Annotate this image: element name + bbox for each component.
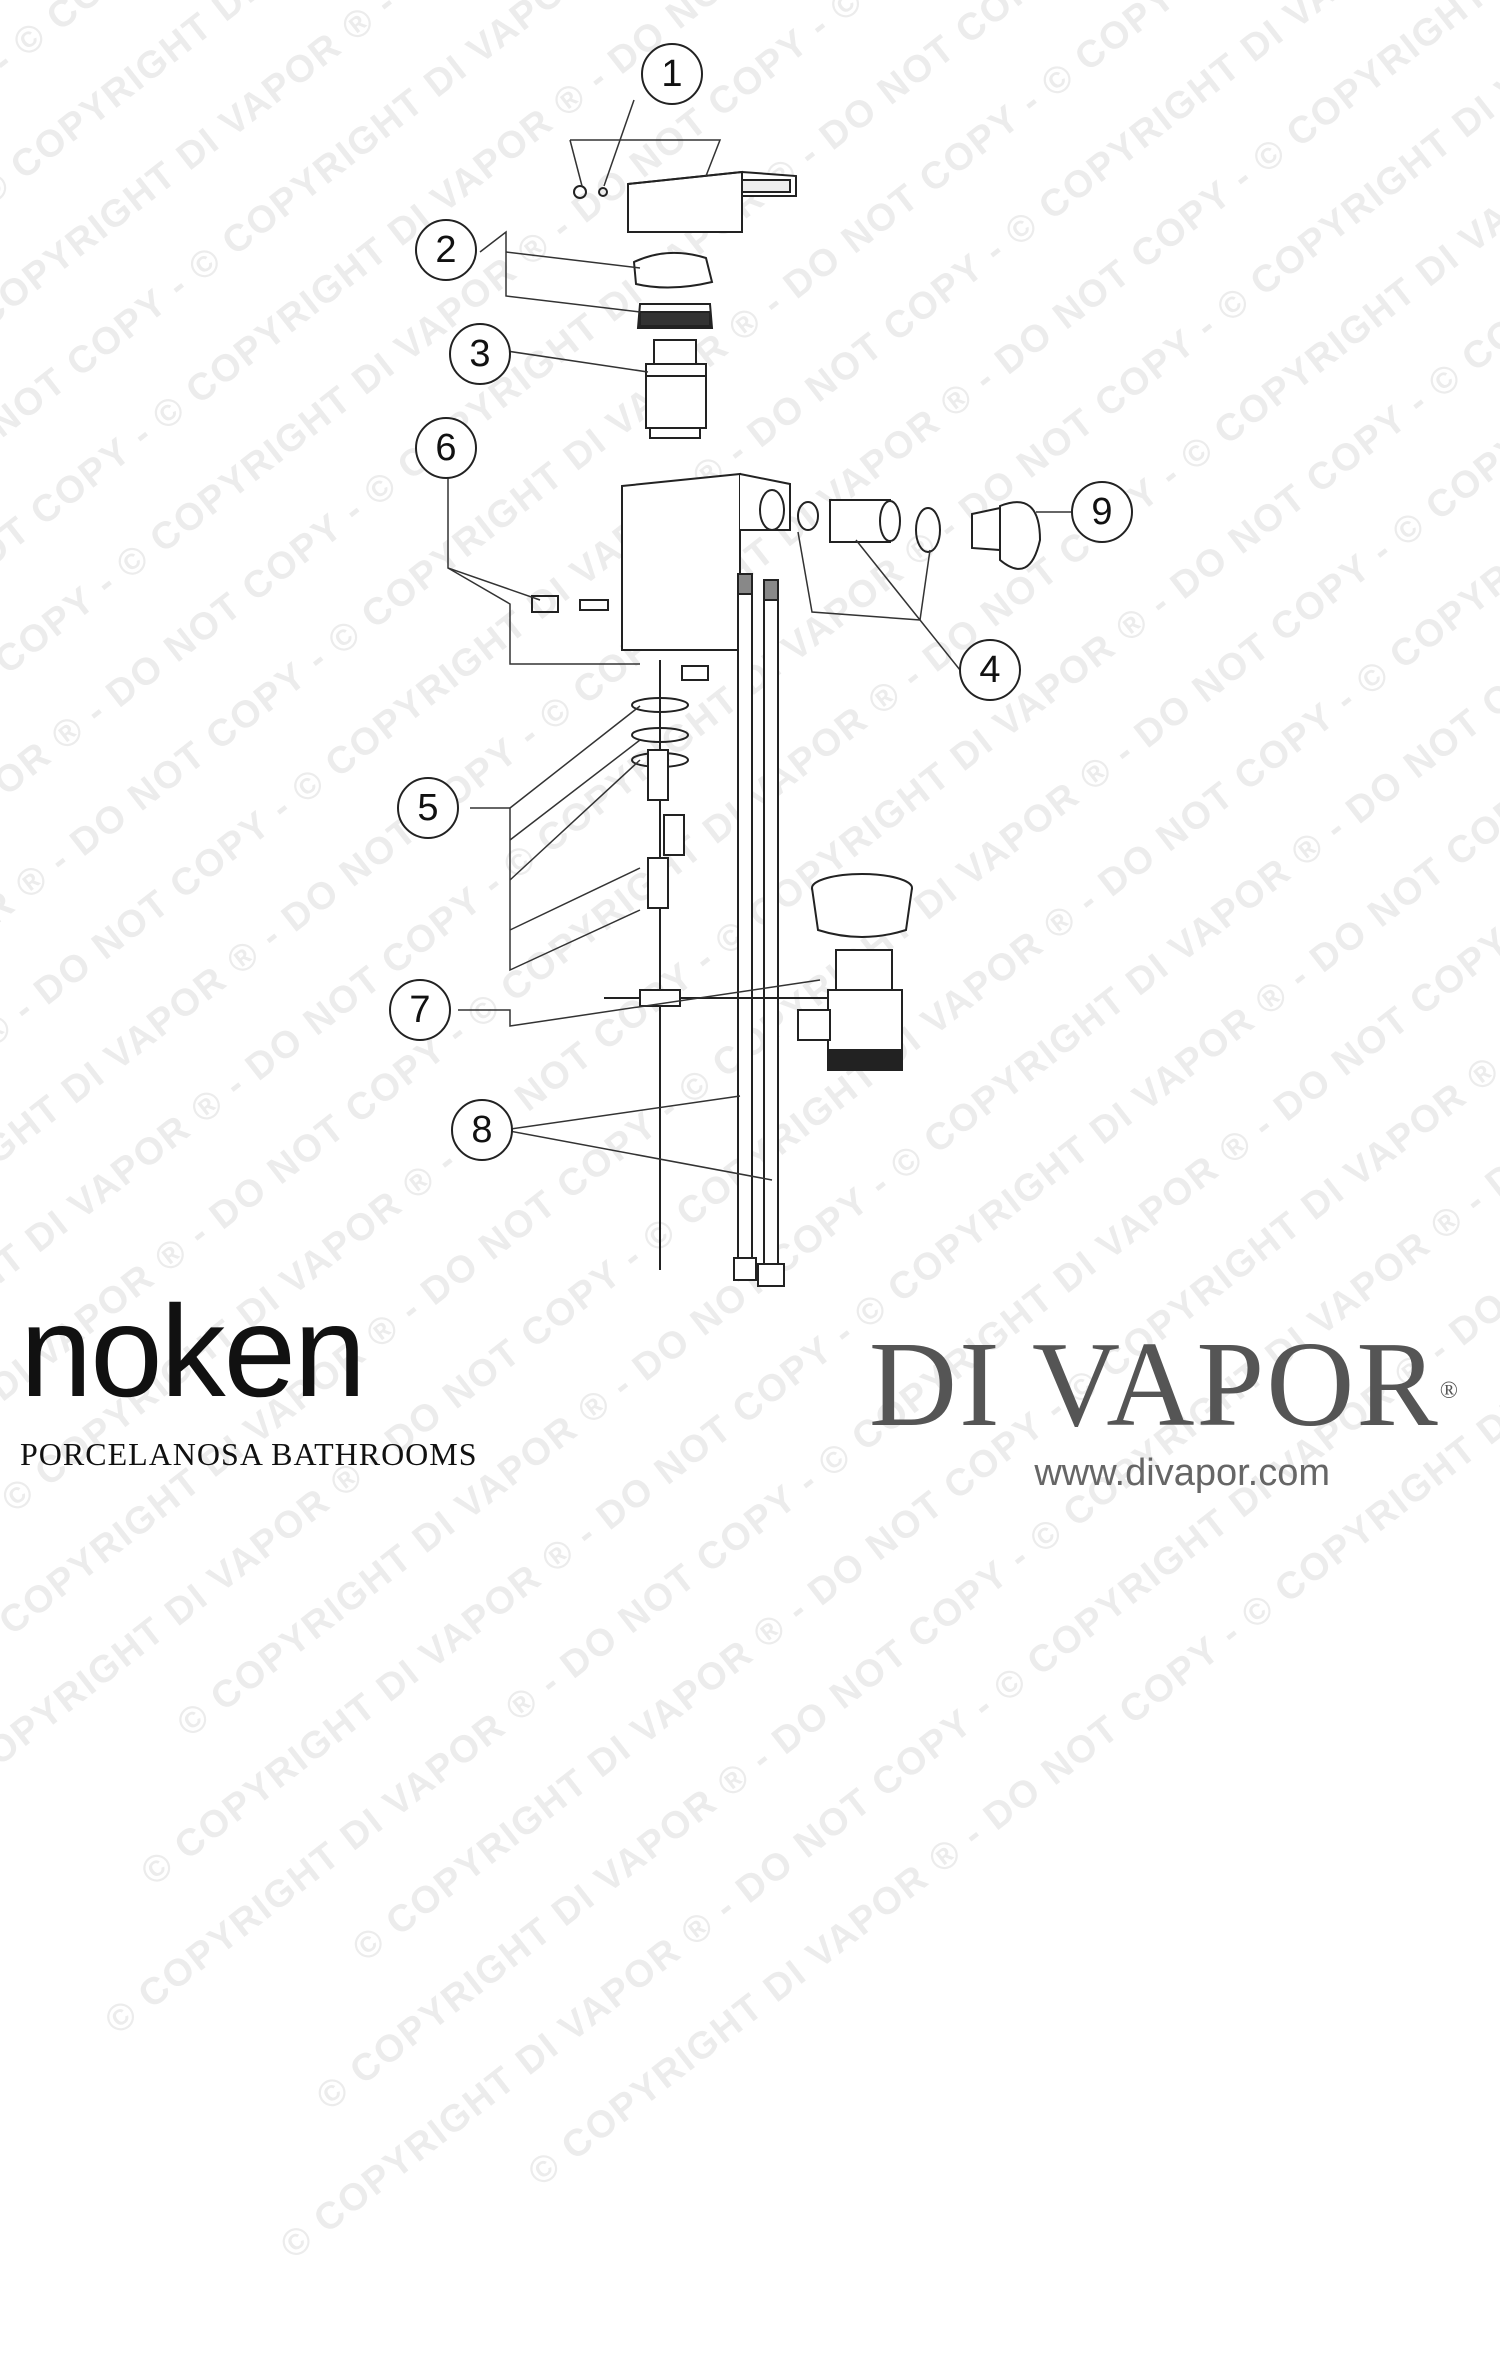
exploded-parts-diagram <box>447 99 1078 1287</box>
handle-lever-part <box>573 170 797 233</box>
callout-2: 2 <box>415 219 477 281</box>
callout-1: 1 <box>641 43 703 105</box>
pop-up-waste-part <box>797 873 913 1071</box>
pop-up-linkage-part <box>631 660 709 1270</box>
callout-6: 6 <box>415 417 477 479</box>
spout-parts <box>797 499 1042 570</box>
waste-rod-part <box>604 989 846 1007</box>
grub-screw-part <box>531 595 609 613</box>
callout-7: 7 <box>389 979 451 1041</box>
registered-mark: ® <box>1439 1378 1460 1404</box>
callout-3: 3 <box>449 323 511 385</box>
divapor-name-text: DI VAPOR <box>868 1317 1440 1452</box>
flexible-hoses-part <box>733 573 785 1287</box>
callout-9: 9 <box>1071 481 1133 543</box>
cartridge-cap-part <box>632 251 714 329</box>
leader-lines <box>447 99 1078 1181</box>
divapor-brand-name: DI VAPOR® <box>869 1324 1460 1446</box>
noken-tagline: PORCELANOSA BATHROOMS <box>20 1436 478 1472</box>
divapor-url[interactable]: www.divapor.com <box>1034 1452 1330 1494</box>
noken-brand-name: noken <box>20 1278 366 1424</box>
noken-logo: noken PORCELANOSA BATHROOMS <box>20 1278 478 1473</box>
divapor-logo: DI VAPOR® www.divapor.com <box>869 1324 1460 1495</box>
cartridge-part <box>645 339 707 439</box>
callout-5: 5 <box>397 777 459 839</box>
callout-8: 8 <box>451 1099 513 1161</box>
callout-4: 4 <box>959 639 1021 701</box>
